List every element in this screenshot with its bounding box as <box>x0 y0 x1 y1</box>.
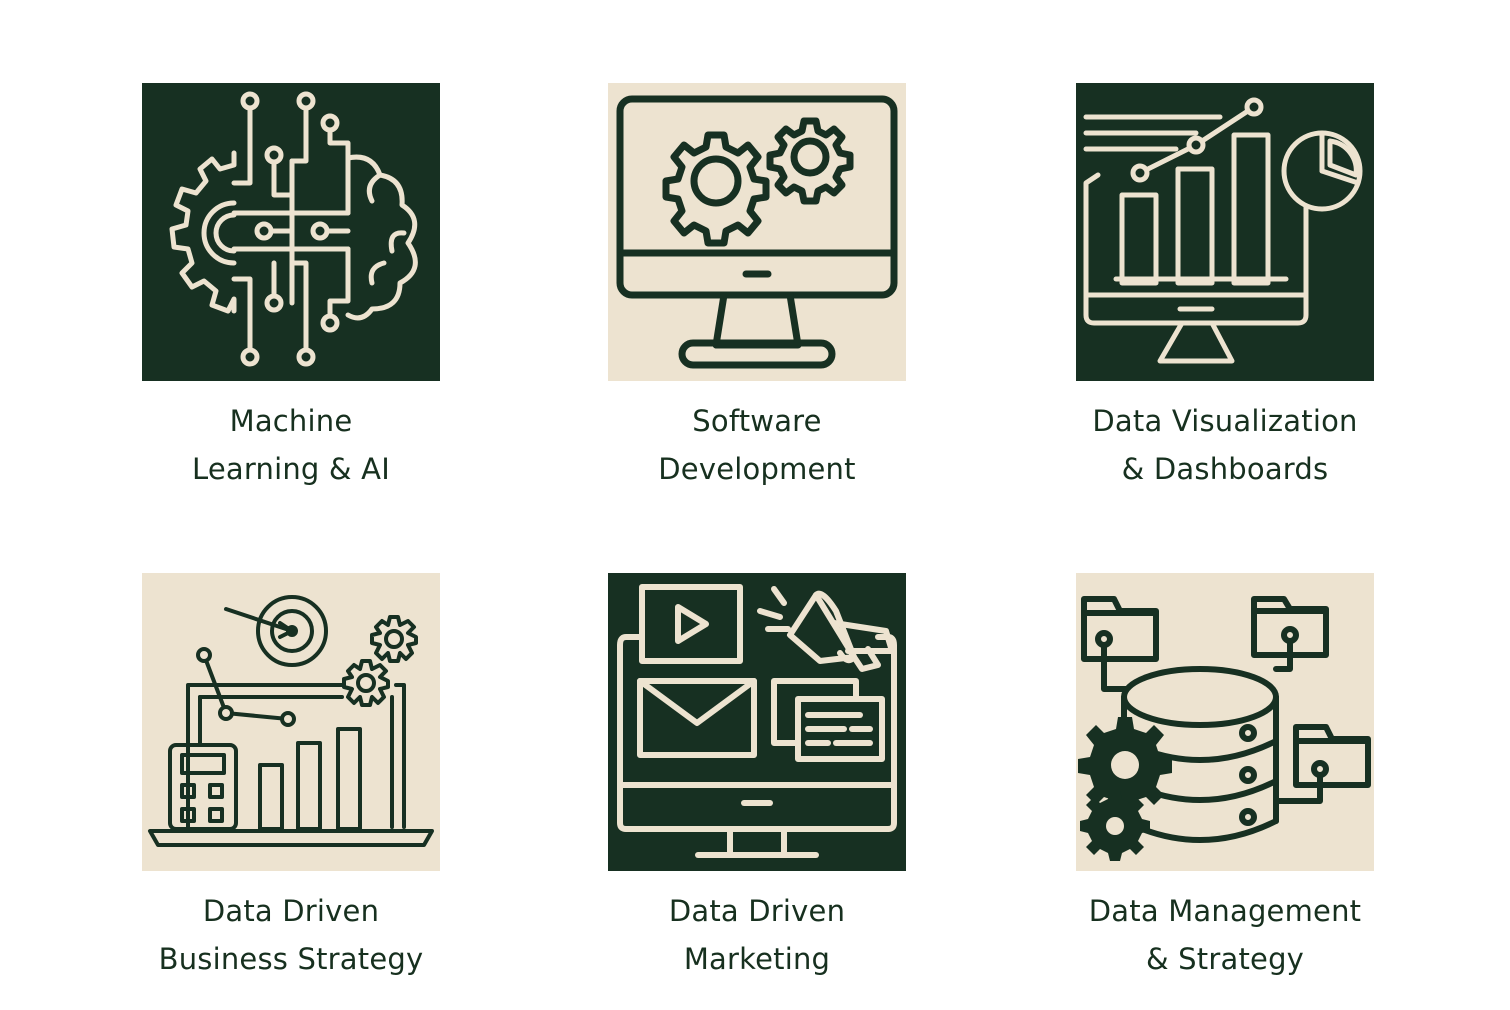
ml-ai-tile <box>142 83 440 381</box>
service-card-machine-learning[interactable]: Machine Learning & AI <box>142 83 440 493</box>
service-title-line2: Development <box>658 452 856 486</box>
business-strategy-tile <box>142 573 440 871</box>
service-label: Software Development <box>548 397 966 493</box>
service-title-line1: Data Management <box>1088 894 1362 928</box>
business-strategy-icon <box>142 573 440 871</box>
service-label: Machine Learning & AI <box>82 397 500 493</box>
service-title-line2: Marketing <box>683 942 831 976</box>
service-title-line1: Machine <box>229 404 353 438</box>
service-card-marketing[interactable]: Data Driven Marketing <box>608 573 906 983</box>
data-management-icon <box>1076 573 1374 871</box>
service-title-line2: & Strategy <box>1145 942 1305 976</box>
service-label: Data Driven Business Strategy <box>82 887 500 983</box>
service-title-line2: & Dashboards <box>1121 452 1329 486</box>
service-label: Data Management & Strategy <box>1016 887 1434 983</box>
service-card-data-management[interactable]: Data Management & Strategy <box>1076 573 1374 983</box>
service-title-line1: Software <box>692 404 822 438</box>
data-visualization-tile <box>1076 83 1374 381</box>
service-title-line2: Business Strategy <box>158 942 424 976</box>
service-label: Data Driven Marketing <box>548 887 966 983</box>
service-card-business-strategy[interactable]: Data Driven Business Strategy <box>142 573 440 983</box>
ml-ai-icon <box>142 83 440 381</box>
marketing-tile <box>608 573 906 871</box>
service-title-line1: Data Driven <box>202 894 380 928</box>
data-visualization-icon <box>1076 83 1374 381</box>
service-title-line1: Data Driven <box>668 894 846 928</box>
service-title-line1: Data Visualization <box>1092 404 1358 438</box>
software-development-icon <box>608 83 906 381</box>
service-card-data-visualization[interactable]: Data Visualization & Dashboards <box>1076 83 1374 493</box>
service-card-software-development[interactable]: Software Development <box>608 83 906 493</box>
data-management-tile <box>1076 573 1374 871</box>
marketing-icon <box>608 573 906 871</box>
service-label: Data Visualization & Dashboards <box>1016 397 1434 493</box>
service-title-line2: Learning & AI <box>192 452 390 486</box>
software-development-tile <box>608 83 906 381</box>
